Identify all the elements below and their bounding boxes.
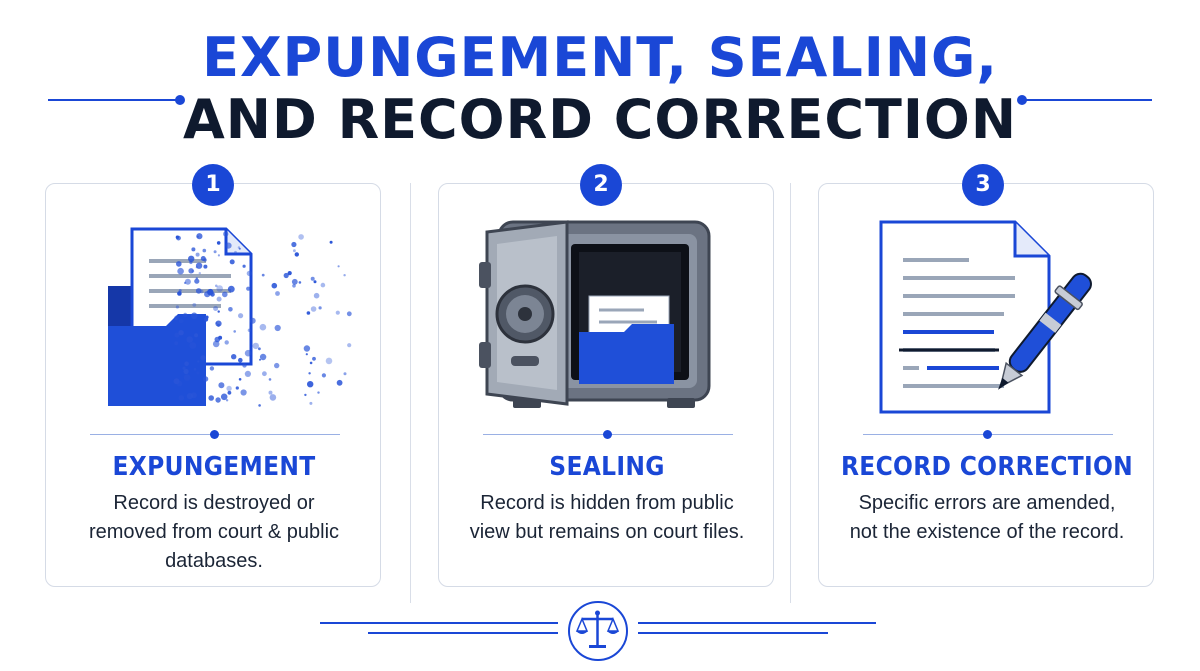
title-line-2: AND RECORD CORRECTION — [182, 88, 1018, 151]
card-heading: SEALING — [549, 452, 665, 482]
title-line-1: EXPUNGEMENT, SEALING, — [202, 26, 998, 89]
document-with-pen-icon — [819, 214, 1155, 424]
title-left-dot — [175, 95, 185, 105]
step-number-badge: 2 — [580, 164, 622, 206]
step-number-badge: 1 — [192, 164, 234, 206]
title-left-line — [48, 99, 178, 101]
card-heading: RECORD CORRECTION — [840, 452, 1134, 482]
footer-line-bottom-left — [368, 632, 558, 634]
card-sealing: SEALING Record is hidden from public vie… — [438, 183, 774, 587]
step-number-badge: 3 — [962, 164, 1004, 206]
card-divider-dot — [210, 430, 219, 439]
card-divider-dot — [603, 430, 612, 439]
footer-line-bottom-right — [638, 632, 828, 634]
title-right-line — [1022, 99, 1152, 101]
footer-line-top-left — [320, 622, 558, 624]
card-description: Record is hidden from public view but re… — [469, 492, 745, 543]
footer-line-top-right — [638, 622, 876, 624]
card-divider-dot — [983, 430, 992, 439]
card-heading: EXPUNGEMENT — [112, 452, 316, 482]
safe-with-folder-icon — [439, 214, 775, 424]
card-description: Record is destroyed or removed from cour… — [88, 492, 340, 572]
scales-of-justice-icon — [568, 601, 628, 661]
separator-right — [790, 183, 791, 603]
card-description: Specific errors are amended, not the exi… — [849, 492, 1125, 543]
card-expungement: EXPUNGEMENT Record is destroyed or remov… — [45, 183, 381, 587]
card-record-correction: RECORD CORRECTION Specific errors are am… — [818, 183, 1154, 587]
dissolving-folder-icon — [46, 214, 382, 424]
separator-left — [410, 183, 411, 603]
